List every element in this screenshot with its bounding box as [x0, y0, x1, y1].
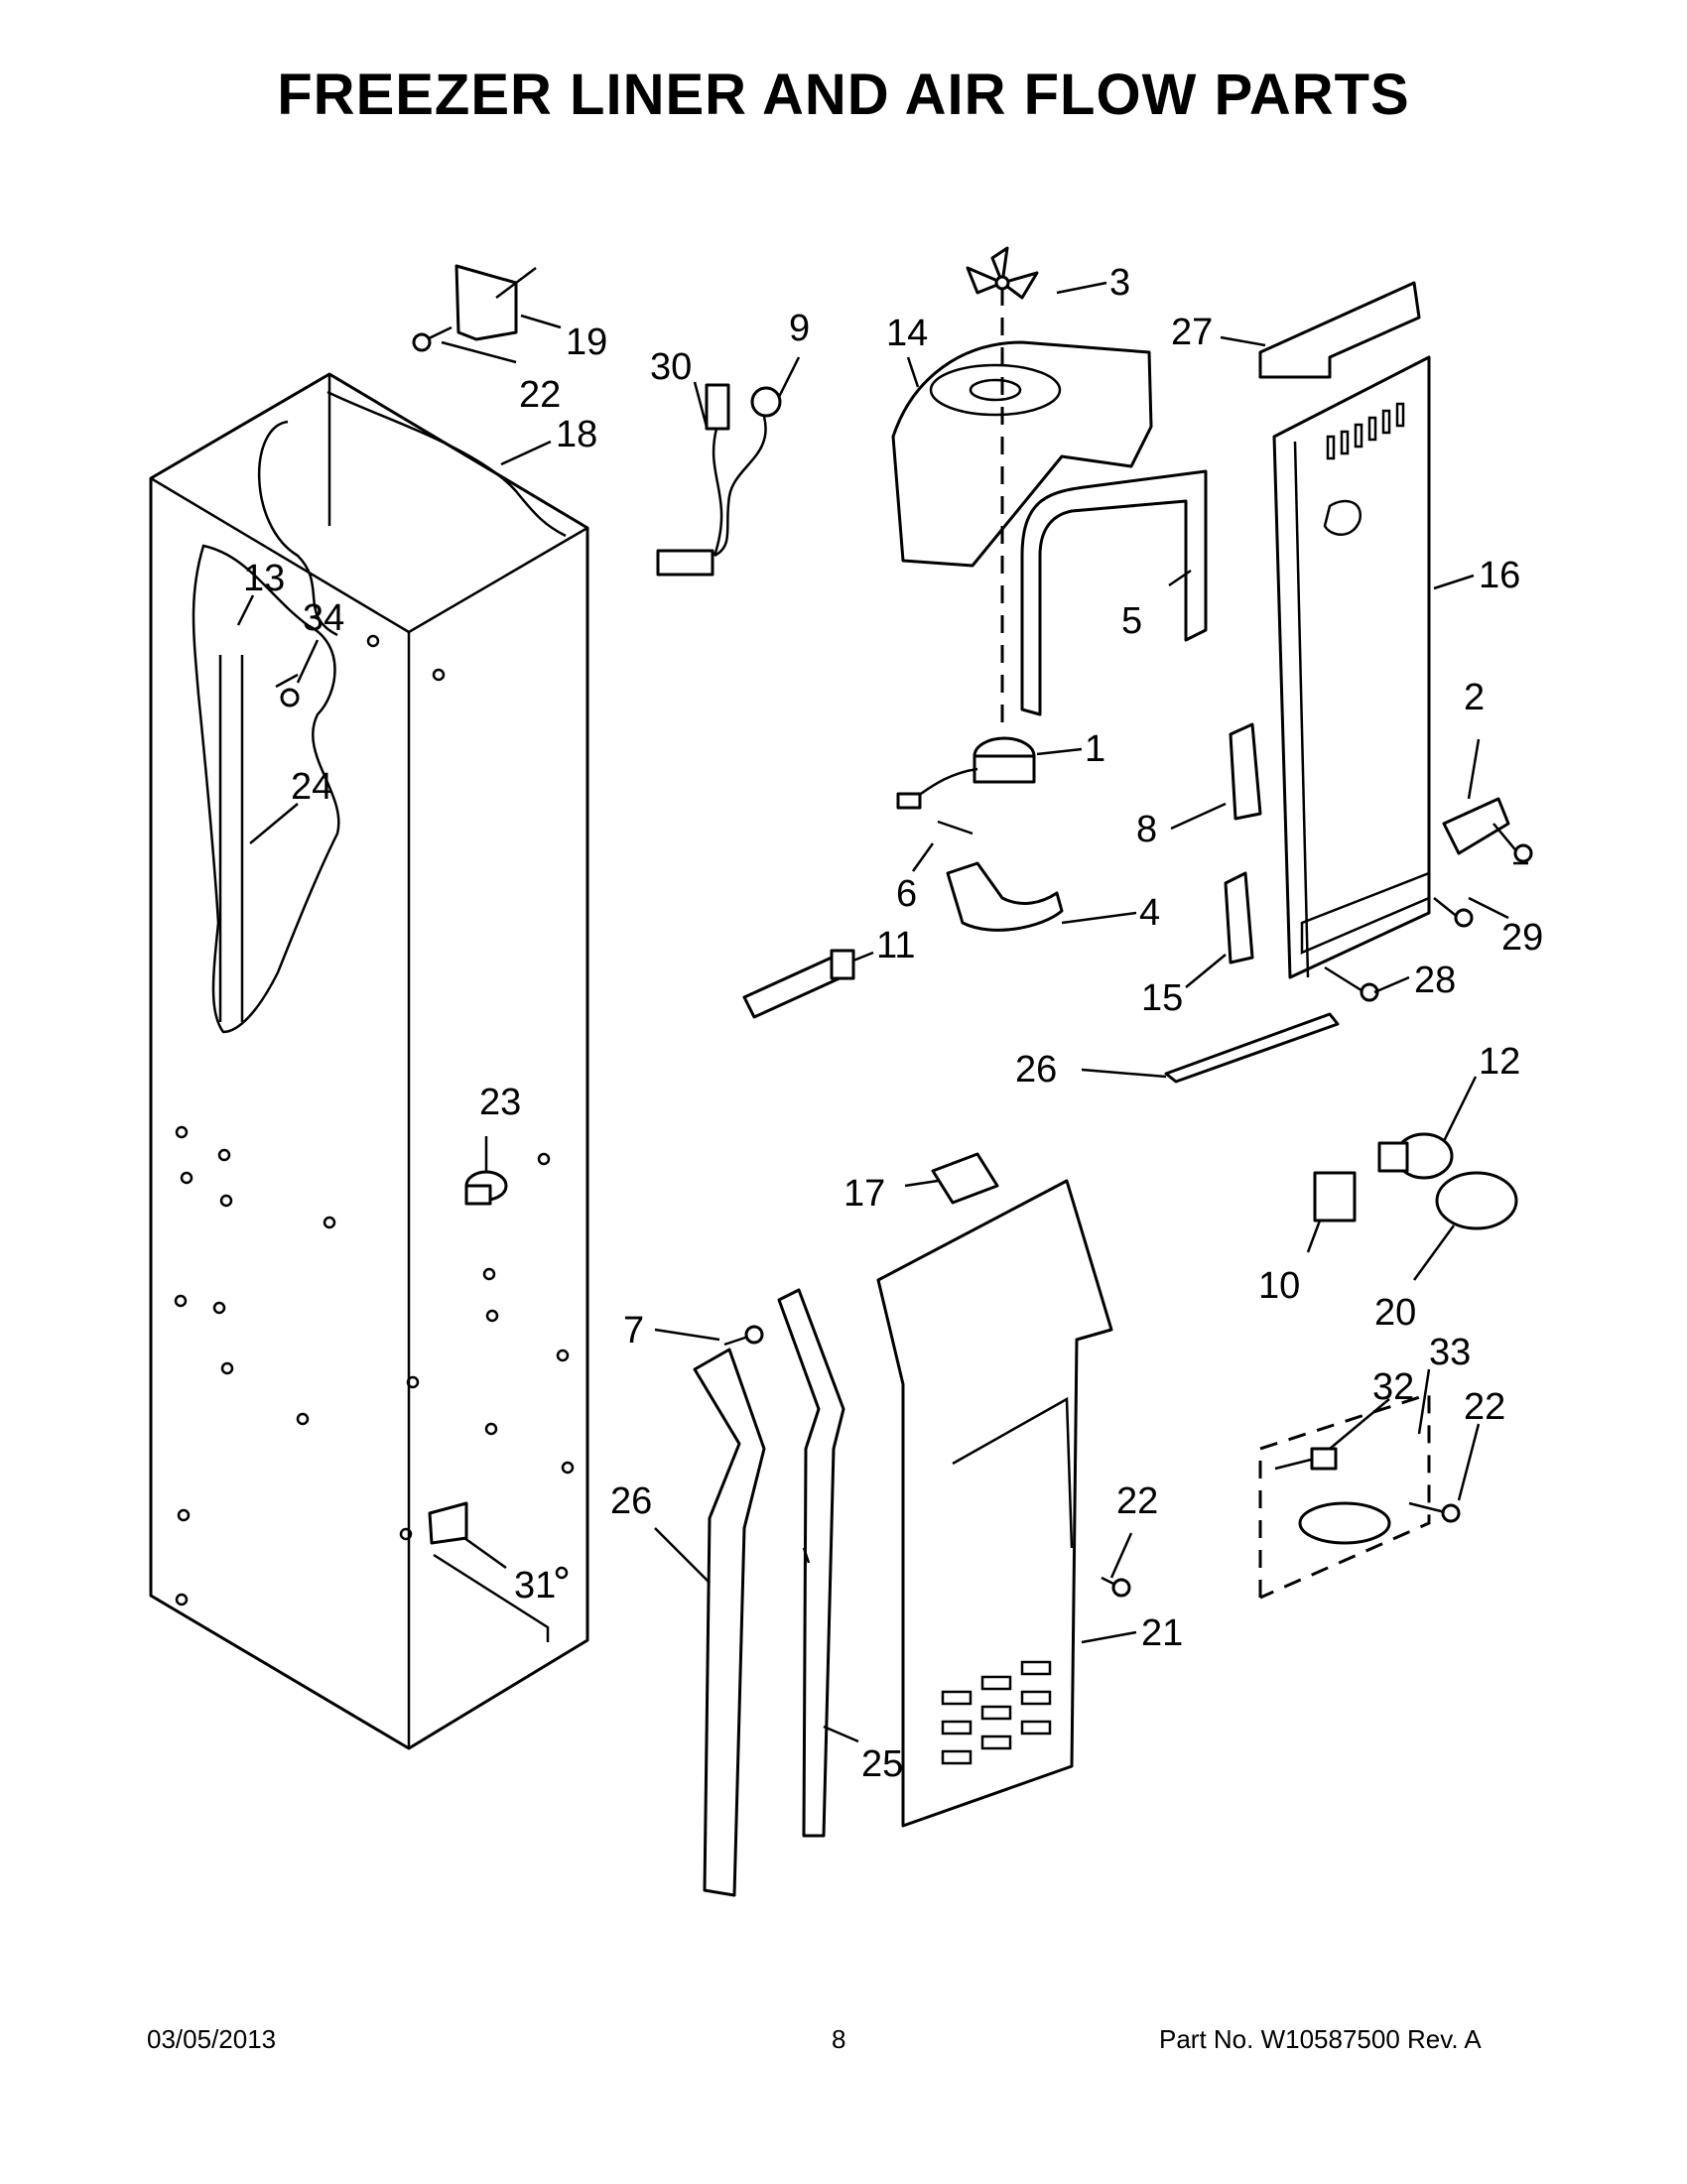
- wire-harness-part-30: [656, 383, 767, 577]
- foam-strip-part-28: [777, 1288, 845, 1838]
- sensor-part-9: [750, 386, 782, 418]
- callout-13: 13: [243, 558, 285, 599]
- callout-1: 1: [1085, 728, 1105, 770]
- clip-part-8: [1229, 722, 1262, 821]
- bracket-part-19: [454, 264, 537, 341]
- callout-8: 8: [1136, 809, 1157, 850]
- callout-22-mid: 22: [1116, 1480, 1158, 1522]
- callout-6: 6: [896, 873, 917, 915]
- callout-23: 27: [1171, 312, 1213, 353]
- callout-32: 32: [1372, 1366, 1414, 1408]
- light-bulb-part-12: [1377, 1132, 1454, 1180]
- screw-part-26a: [1492, 823, 1533, 863]
- callout-29: 26: [1015, 1049, 1057, 1091]
- callout-24: 24: [291, 766, 332, 808]
- label-part-17: [931, 1152, 999, 1205]
- callout-25: 23: [479, 1082, 521, 1123]
- fan-shroud-part-14: [891, 340, 1153, 568]
- callout-33: 33: [1429, 1332, 1471, 1373]
- callout-5: 5: [1121, 600, 1142, 642]
- callout-26-mid: 28: [1414, 960, 1456, 1001]
- callout-19: 19: [566, 321, 607, 363]
- callout-26-right: 29: [1501, 917, 1543, 959]
- screw-part-22-mid: [1101, 1576, 1131, 1598]
- callout-30: 30: [650, 346, 692, 388]
- callout-4: 4: [1139, 892, 1160, 934]
- callout-21: 21: [1141, 1612, 1183, 1654]
- bumper-part-25: [464, 1170, 508, 1206]
- control-housing-part-33: [1258, 1391, 1431, 1600]
- motor-bracket-part-4: [946, 861, 1064, 932]
- duct-seal-part-5: [1020, 469, 1208, 716]
- air-duct-cover-part-21: [876, 1179, 1113, 1828]
- cover-part-23: [1258, 281, 1421, 379]
- clip-part-15: [1224, 871, 1254, 964]
- light-cover-part-20: [1435, 1171, 1518, 1230]
- gasket-part-24: [192, 544, 340, 1034]
- mounting-strip-part-27: [693, 1348, 766, 1897]
- callout-labels: 19 22 18 9 30 3 14 27 16 5 2 1 8 6 4 11 …: [243, 262, 1543, 1785]
- callout-10: 10: [1258, 1265, 1300, 1307]
- callout-12: 12: [1479, 1041, 1520, 1083]
- callout-27: 26: [610, 1480, 652, 1522]
- footer-part-number: Part No. W10587500 Rev. A: [1159, 2024, 1482, 2054]
- callout-28: 25: [861, 1743, 903, 1785]
- callout-22-top: 22: [519, 374, 561, 416]
- rear-panel-part-16: [1272, 355, 1431, 979]
- screw-part-22-right: [1408, 1501, 1461, 1523]
- callout-2: 2: [1464, 677, 1485, 718]
- footer-date: 03/05/2013: [147, 2024, 277, 2054]
- screw-part-7: [723, 1325, 764, 1347]
- screw-part-26c: [1324, 965, 1379, 1002]
- leader-lines: [236, 281, 1528, 1743]
- freezer-liner-part-18: [149, 372, 589, 1750]
- callout-20: 20: [1374, 1292, 1416, 1334]
- callout-14: 14: [886, 313, 928, 354]
- fan-motor-part-1: [896, 736, 1036, 810]
- callout-9: 9: [789, 308, 810, 349]
- page-title: FREEZER LINER AND AIR FLOW PARTS: [277, 63, 1410, 127]
- callout-7: 7: [623, 1310, 644, 1351]
- screw-part-34: [275, 673, 300, 707]
- footer-page-number: 8: [832, 2024, 846, 2054]
- fan-blade-part-3: [966, 246, 1039, 300]
- callout-11: 11: [876, 925, 915, 966]
- callout-31: 31: [514, 1565, 556, 1606]
- light-socket-part-10: [1313, 1171, 1357, 1222]
- bracket-part-2: [1442, 797, 1510, 855]
- screw-part-26b: [1433, 897, 1474, 928]
- callout-22-right: 22: [1464, 1386, 1505, 1428]
- screw-part-22-top: [412, 325, 453, 352]
- wire-tie-part-11: [742, 949, 855, 1019]
- callout-3: 3: [1109, 262, 1130, 304]
- screw-part-6: [937, 820, 973, 835]
- callout-18: 18: [556, 414, 597, 455]
- callout-34: 34: [303, 597, 344, 639]
- callout-15: 15: [1141, 977, 1183, 1019]
- callout-17: 17: [844, 1173, 885, 1215]
- connector-part-32: [1274, 1447, 1338, 1471]
- callout-16: 16: [1479, 555, 1520, 596]
- deflector-part-29: [1164, 1012, 1340, 1084]
